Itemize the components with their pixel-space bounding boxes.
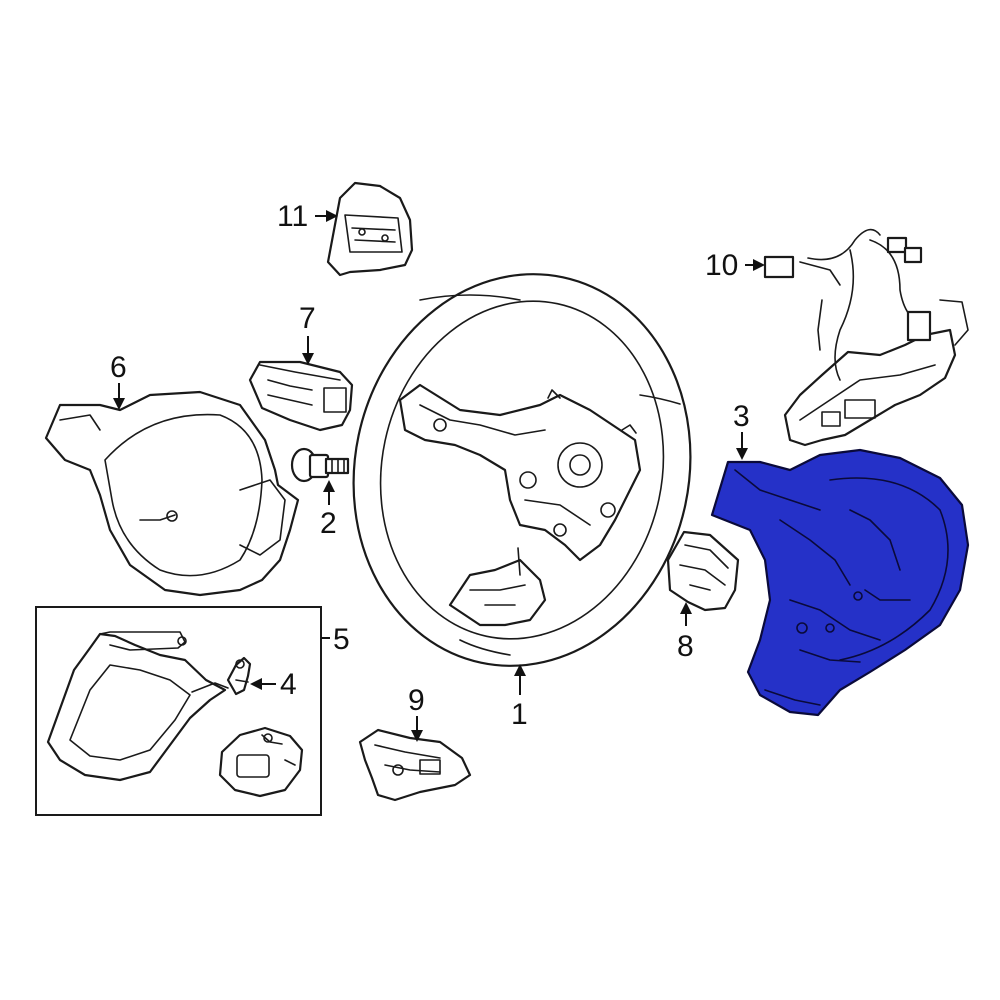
part-10-wiring-harness[interactable] xyxy=(763,228,969,447)
callout-11-label: 11 xyxy=(277,200,308,233)
callout-1: 1 xyxy=(511,664,528,731)
callout-3-label: 3 xyxy=(733,400,750,433)
callout-8: 8 xyxy=(677,602,694,663)
part-2-bolt[interactable] xyxy=(290,447,350,483)
part-9-switch[interactable] xyxy=(358,728,472,802)
callout-5-label: 5 xyxy=(333,623,350,656)
callout-7: 7 xyxy=(299,302,316,365)
callout-11: 11 xyxy=(277,200,338,233)
callout-6-label: 6 xyxy=(110,351,127,384)
part-4-bracket[interactable] xyxy=(226,656,252,696)
callout-9: 9 xyxy=(408,684,425,742)
callout-4: 4 xyxy=(250,668,297,701)
callout-2-label: 2 xyxy=(320,507,337,540)
part-7-switch[interactable] xyxy=(248,360,354,432)
callout-5: 5 xyxy=(333,623,350,656)
callout-7-label: 7 xyxy=(299,302,316,335)
part-3-lower-cover[interactable] xyxy=(710,448,970,717)
callout-6: 6 xyxy=(110,351,127,410)
callout-3: 3 xyxy=(733,400,750,460)
part-6-upper-bezel[interactable] xyxy=(44,390,300,597)
part-5-lower-bezel[interactable] xyxy=(46,631,229,782)
part-11-paddle-shifter[interactable] xyxy=(326,181,414,277)
part-5-switch-module[interactable] xyxy=(218,726,304,798)
callout-1-label: 1 xyxy=(511,698,528,731)
callout-4-label: 4 xyxy=(280,668,297,701)
callout-10-label: 10 xyxy=(705,249,738,282)
callout-10: 10 xyxy=(705,249,765,282)
part-1-steering-wheel[interactable] xyxy=(318,243,727,698)
callout-2: 2 xyxy=(320,480,337,540)
part-5-assembly-box xyxy=(35,606,330,816)
callout-8-label: 8 xyxy=(677,630,694,663)
part-8-switch[interactable] xyxy=(666,530,740,612)
callout-9-label: 9 xyxy=(408,684,425,717)
